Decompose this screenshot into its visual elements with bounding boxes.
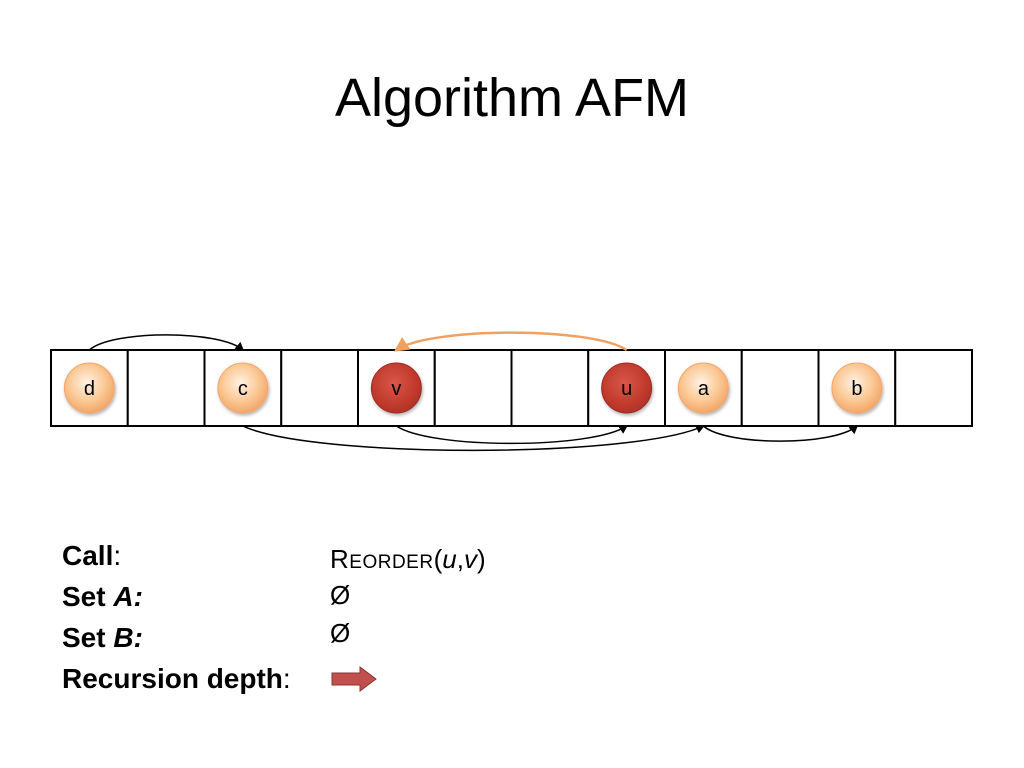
node-c: c: [217, 362, 269, 414]
set-b-value: Ø: [330, 618, 351, 648]
array-cell: [126, 349, 206, 427]
arc-a-to-b: [702, 424, 859, 442]
node-a: a: [677, 362, 729, 414]
depth-arrow-icon: [331, 666, 377, 692]
slide-title: Algorithm AFM: [334, 68, 690, 128]
array-cell: [510, 349, 590, 427]
call-label: Call:: [62, 540, 122, 571]
arc-d-to-c: [88, 334, 245, 352]
array-border: [50, 349, 973, 427]
node-circle: [831, 362, 883, 414]
node-b: b: [831, 362, 883, 414]
node-label: d: [84, 378, 95, 400]
node-label: a: [698, 378, 710, 400]
node-circle: [601, 362, 653, 414]
array-cell: [740, 349, 820, 427]
set-a-value: Ø: [330, 580, 351, 610]
recursion-depth-arrows: [331, 666, 377, 692]
array-cell: [894, 349, 973, 427]
node-circle: [63, 362, 115, 414]
node-label: u: [621, 378, 632, 400]
recursion-depth-label: Recursion depth:: [62, 663, 291, 694]
node-circle: [677, 362, 729, 414]
arc-u-to-v: [393, 331, 628, 352]
node-label: b: [851, 378, 862, 400]
node-u: u: [601, 362, 653, 414]
node-d: d: [63, 362, 115, 414]
call-value: Reorder(u,v): [330, 544, 486, 574]
arc-v-to-u: [395, 424, 629, 445]
set-b-label: Set B:: [62, 622, 143, 653]
set-a-label: Set A:: [62, 581, 143, 612]
node-label: c: [238, 378, 248, 400]
array-cell: [433, 349, 513, 427]
arc-c-to-a: [242, 424, 706, 452]
node-v: v: [370, 362, 422, 414]
node-circle: [217, 362, 269, 414]
node-circle: [370, 362, 422, 414]
array-cell: [280, 349, 359, 427]
node-label: v: [391, 378, 401, 400]
